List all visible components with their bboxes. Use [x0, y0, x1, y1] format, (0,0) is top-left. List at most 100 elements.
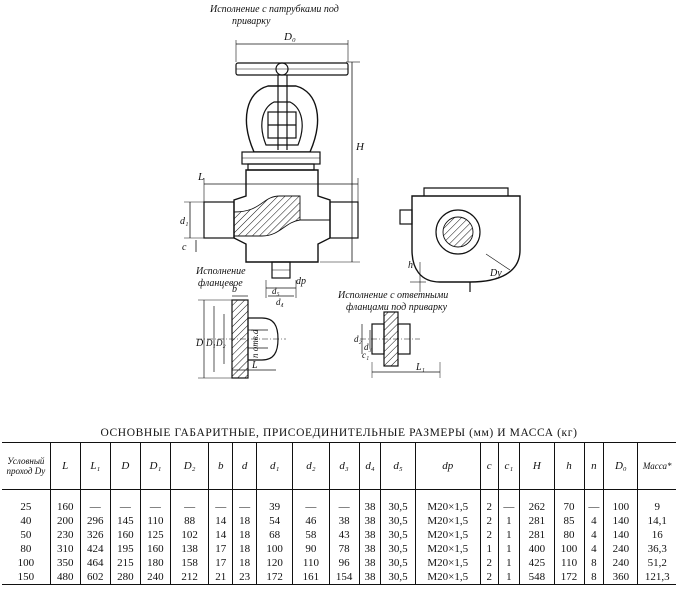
- label-flanged-1: Исполнение: [195, 266, 246, 277]
- table-row: 80 310 424 195 160 138 17 18 100 90 78 3…: [2, 542, 676, 556]
- header-nominal-bore: Условный проход Dу: [2, 442, 51, 490]
- cell: 100: [17, 557, 35, 569]
- cell: 51,2: [637, 556, 676, 570]
- cell: 30,5: [380, 542, 416, 556]
- label-counter-2: фланцами под приварку: [346, 302, 448, 313]
- cell: 1: [497, 556, 520, 570]
- cell: 54: [255, 514, 293, 528]
- header-d0: D₀: [603, 442, 638, 490]
- cell: 160: [139, 542, 171, 556]
- header-d1-small: d₁: [255, 442, 293, 490]
- cell: 30,5: [380, 489, 416, 514]
- cell: 30,5: [380, 556, 416, 570]
- header-l: L: [49, 442, 81, 490]
- cell: 125: [139, 528, 171, 542]
- dimensions-table: Условный проход Dу L L₁ D D₁ D₂ b d d₁ d…: [2, 442, 676, 585]
- label-l1: L₁: [415, 362, 425, 373]
- cell: 2: [479, 556, 499, 570]
- label-l-bottom: L: [251, 360, 258, 371]
- cell: 30,5: [380, 570, 416, 585]
- cell: 4: [583, 528, 604, 542]
- cell: 50: [20, 529, 32, 541]
- cell: 240: [603, 556, 638, 570]
- label-b: b: [232, 284, 237, 295]
- label-d1-big: D₁: [205, 338, 216, 348]
- cell: 120: [255, 556, 293, 570]
- cell: 281: [519, 514, 554, 528]
- cell: 145: [109, 514, 141, 528]
- cell: 25: [20, 501, 32, 513]
- cell: 14: [208, 514, 233, 528]
- header-d2: D₂: [169, 442, 209, 490]
- cell: 100: [603, 489, 638, 514]
- cell: 215: [109, 556, 141, 570]
- cell: 4: [583, 542, 604, 556]
- cell: 172: [553, 570, 585, 585]
- cell: 200: [49, 514, 81, 528]
- cell: 296: [79, 514, 111, 528]
- label-top-caption-1: Исполнение с патрубками под: [209, 4, 339, 15]
- label-c: c: [182, 242, 187, 253]
- cell: M20×1,5: [414, 570, 481, 585]
- cell: —: [79, 489, 111, 514]
- label-counter-1: Исполнение с ответными: [337, 290, 448, 301]
- header-mass: Масса*: [637, 442, 676, 490]
- cell: —: [232, 489, 257, 514]
- cell: 161: [292, 570, 330, 585]
- cell: —: [139, 489, 171, 514]
- cell: 80: [553, 528, 585, 542]
- label-dp: dр: [296, 276, 306, 287]
- cell: —: [169, 489, 209, 514]
- cell: 8: [583, 570, 604, 585]
- cell: 58: [292, 528, 330, 542]
- label-dy: Dу: [489, 268, 502, 279]
- cell: M20×1,5: [414, 542, 481, 556]
- cell: 262: [519, 489, 554, 514]
- cell: 195: [109, 542, 141, 556]
- cell: 14: [208, 528, 233, 542]
- label-d2-small: d₂: [354, 334, 362, 344]
- cell: 68: [255, 528, 293, 542]
- cell: 310: [49, 542, 81, 556]
- cell: 180: [139, 556, 171, 570]
- cell: 138: [169, 542, 209, 556]
- cell: 96: [328, 556, 360, 570]
- cell: 30,5: [380, 514, 416, 528]
- header-c: c: [479, 442, 499, 490]
- cell: 150: [2, 570, 51, 585]
- cell: 602: [79, 570, 111, 585]
- table-row: 25 160 — — — — — — 39 — — 38 30,5 M20×1,…: [2, 489, 676, 514]
- cell: 21: [208, 570, 233, 585]
- label-d2-big: D₂: [215, 338, 226, 348]
- cell: 160: [109, 528, 141, 542]
- cell: 80: [20, 543, 32, 555]
- cell: —: [109, 489, 141, 514]
- cell: 230: [49, 528, 81, 542]
- table-row: 40 200 296 145 110 88 14 18 54 46 38 38 …: [2, 514, 676, 528]
- label-n-otv-d: n отв.d: [250, 329, 260, 358]
- wheel-nut: [275, 62, 289, 76]
- valve-body: [233, 169, 331, 263]
- cell: 154: [328, 570, 360, 585]
- header-d2-small: d₂: [292, 442, 330, 490]
- cell: 17: [208, 542, 233, 556]
- cell: 350: [49, 556, 81, 570]
- header-d3: d₃: [328, 442, 360, 490]
- header-d: D: [109, 442, 141, 490]
- header-d4: d₄: [358, 442, 381, 490]
- cell: 16: [637, 528, 676, 542]
- cell: 172: [255, 570, 293, 585]
- left-weld-pipe: [203, 201, 235, 239]
- cell: —: [208, 489, 233, 514]
- header-h: H: [519, 442, 554, 490]
- label-d0: D₀: [283, 31, 296, 43]
- cell: M20×1,5: [414, 556, 481, 570]
- table-caption: ОСНОВНЫЕ ГАБАРИТНЫЕ, ПРИСОЕДИНИТЕЛЬНЫЕ Р…: [100, 427, 578, 439]
- cell: 1: [479, 542, 499, 556]
- header-n: n: [583, 442, 604, 490]
- cell: 424: [79, 542, 111, 556]
- cell: 18: [232, 528, 257, 542]
- cell: —: [497, 489, 520, 514]
- table-row: 50 230 326 160 125 102 14 18 68 58 43 38…: [2, 528, 676, 542]
- cell: 280: [109, 570, 141, 585]
